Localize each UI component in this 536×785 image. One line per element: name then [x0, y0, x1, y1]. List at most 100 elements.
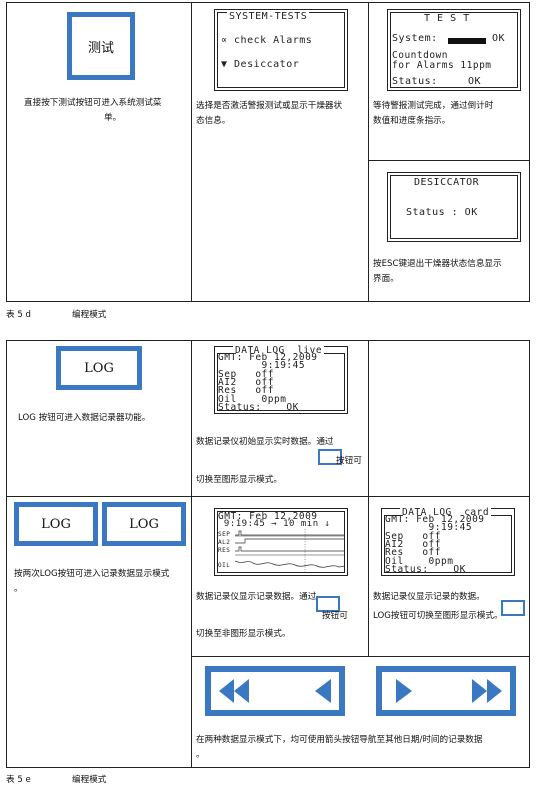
- text-line: 态信息。: [196, 116, 231, 126]
- lcd-line: 9:19:45 → 10 min ↓: [218, 519, 331, 529]
- table-5e-divider: [191, 340, 192, 768]
- lcd-line: Sep off: [218, 369, 274, 380]
- lcd-label: Status:: [392, 76, 438, 87]
- log-button[interactable]: LOG: [14, 502, 98, 546]
- lcd-test: T E S T System: OK Countdown for Alarms …: [387, 9, 521, 91]
- forward-navigation-buttons[interactable]: [376, 666, 516, 716]
- cell-text: 按钮可: [322, 611, 348, 621]
- cell-text: 等待警报测试完成，通过倒计时 数值和进度条指示。: [373, 99, 528, 129]
- lcd-line: Countdown: [392, 50, 448, 61]
- lcd-line: GMT: Feb 12,2009: [218, 352, 318, 363]
- lcd-line: Oil 0ppm: [385, 556, 454, 567]
- table-5e: [6, 340, 530, 768]
- table-5e-divider: [6, 496, 530, 497]
- lcd-value: OK: [492, 33, 506, 44]
- cell-text: LOG 按钮可进入数据记录器功能。: [18, 413, 151, 423]
- cell-text: 在两种数据显示模式下，均可使用箭头按钮导航至其他日期/时间的记录数据 。: [196, 733, 528, 763]
- lcd-data-log-graph: GMT: Feb 12,2009 9:19:45 → 10 min ↓ SEP …: [214, 508, 348, 576]
- fast-forward-icon: [472, 679, 502, 703]
- cell-text: 切换至图形显示模式。: [196, 475, 282, 485]
- step-forward-icon: [396, 679, 412, 703]
- lcd-line: for Alarms 11ppm: [392, 60, 492, 71]
- lcd-line: Res off: [218, 385, 274, 396]
- text-line: 按两次LOG按钮可进入记录数据显示模式: [14, 569, 170, 579]
- non-graph-toggle-button[interactable]: [316, 596, 340, 612]
- table-5d: [6, 2, 530, 302]
- cell-text: 选择是否激活警报测试或显示干燥器状 态信息。: [196, 99, 366, 129]
- lcd-line: Res off: [385, 547, 441, 558]
- lcd-line: AI2 off: [385, 539, 441, 550]
- lcd-line: ▼ Desiccator: [221, 59, 300, 70]
- lcd-line: ∝ check Alarms: [221, 35, 313, 46]
- lcd-title: T E S T: [424, 13, 470, 24]
- log-button-label: LOG: [84, 360, 114, 376]
- lcd-graph-plot: [235, 529, 345, 574]
- lcd-line: GMT: Feb 12,2009: [385, 514, 485, 525]
- lcd-frame: [390, 175, 518, 239]
- table-caption-text: 编程模式: [72, 775, 107, 785]
- lcd-data-log-live: DATA LOG live GMT: Feb 12,2009 9:19:45 S…: [214, 345, 348, 414]
- lcd-value: OK: [468, 76, 482, 87]
- table-5e-divider: [191, 656, 530, 657]
- lcd-title: DATA LOG live: [233, 345, 325, 356]
- graph-toggle-button[interactable]: [318, 449, 342, 465]
- text-line: 按ESC键退出干燥器状态信息显示: [373, 259, 502, 269]
- back-navigation-buttons[interactable]: [205, 666, 345, 716]
- lcd-system-tests: SYSTEM-TESTS ∝ check Alarms ▼ Desiccator: [214, 9, 348, 91]
- text-line: 在两种数据显示模式下，均可使用箭头按钮导航至其他日期/时间的记录数据: [196, 735, 483, 745]
- progress-bar: [448, 38, 486, 44]
- table-5d-divider: [191, 2, 192, 302]
- lcd-frame: [390, 12, 518, 88]
- cell-text: 直接按下测试按钮可进入系统测试菜 单。: [24, 96, 184, 126]
- cell-text: 切换至非图形显示模式。: [196, 629, 291, 639]
- text-line: 等待警报测试完成，通过倒计时: [373, 101, 494, 111]
- lcd-title: DESICCATOR: [414, 177, 480, 188]
- lcd-label: RES: [218, 547, 231, 554]
- cell-text: 按两次LOG按钮可进入记录数据显示模式 。: [14, 567, 190, 597]
- text-line: 界面。: [373, 274, 399, 284]
- lcd-data-log-card: DATA LOG card GMT: Feb 12,2009 9:19:45 S…: [381, 507, 515, 576]
- log-graph-toggle-button[interactable]: [501, 600, 525, 616]
- cell-text: 数据记录仪初始显示实时数据。通过: [196, 437, 334, 447]
- step-back-icon: [315, 679, 331, 703]
- cell-text: 按ESC键退出干燥器状态信息显示 界面。: [373, 257, 528, 287]
- table-5d-divider: [368, 160, 530, 161]
- lcd-line: Sep off: [385, 531, 441, 542]
- table-5d-divider: [368, 2, 369, 302]
- log-button-label: LOG: [129, 516, 159, 532]
- text-line: 选择是否激活警报测试或显示干燥器状: [196, 101, 343, 111]
- lcd-line: Status: OK: [218, 402, 299, 413]
- lcd-line: Status: OK: [385, 564, 466, 575]
- text-line: 单。: [104, 113, 122, 123]
- test-button-label: 测试: [87, 40, 114, 56]
- cell-text: 数据记录仪显示记录数据。通过: [196, 592, 317, 602]
- lcd-label: OIL: [218, 562, 231, 569]
- lcd-frame: [217, 511, 345, 573]
- lcd-label: SEP: [218, 531, 231, 538]
- lcd-line: 9:19:45: [218, 360, 306, 371]
- lcd-line: Status : OK: [406, 207, 478, 218]
- text-line: 直接按下测试按钮可进入系统测试菜: [24, 98, 162, 108]
- table-caption-number: 表 5 e: [6, 775, 31, 785]
- table-caption-number: 表 5 d: [6, 310, 31, 320]
- lcd-line: Oil 0ppm: [218, 394, 287, 405]
- text-line: 。: [196, 750, 205, 760]
- table-5e-divider: [368, 340, 369, 656]
- lcd-title: SYSTEM-TESTS: [227, 11, 310, 22]
- text-line: 。: [14, 584, 23, 594]
- cell-text: 按钮可: [336, 456, 362, 466]
- lcd-line: AI2 off: [218, 377, 274, 388]
- cell-text: LOG按钮可切换至图形显示模式。: [373, 611, 503, 621]
- log-button[interactable]: LOG: [56, 346, 142, 390]
- fast-rewind-icon: [219, 679, 249, 703]
- lcd-frame: [217, 12, 345, 88]
- table-caption-text: 编程模式: [72, 310, 107, 320]
- lcd-label: AL2: [218, 539, 231, 546]
- text-line: 数值和进度条指示。: [373, 116, 451, 126]
- cell-text: 数据记录仪显示记录的数据。: [373, 592, 485, 602]
- log-button[interactable]: LOG: [102, 502, 186, 546]
- test-button[interactable]: 测试: [67, 12, 135, 80]
- lcd-line: GMT: Feb 12,2009: [218, 511, 318, 522]
- lcd-label: System:: [392, 33, 438, 44]
- lcd-title: DATA LOG card: [400, 507, 492, 518]
